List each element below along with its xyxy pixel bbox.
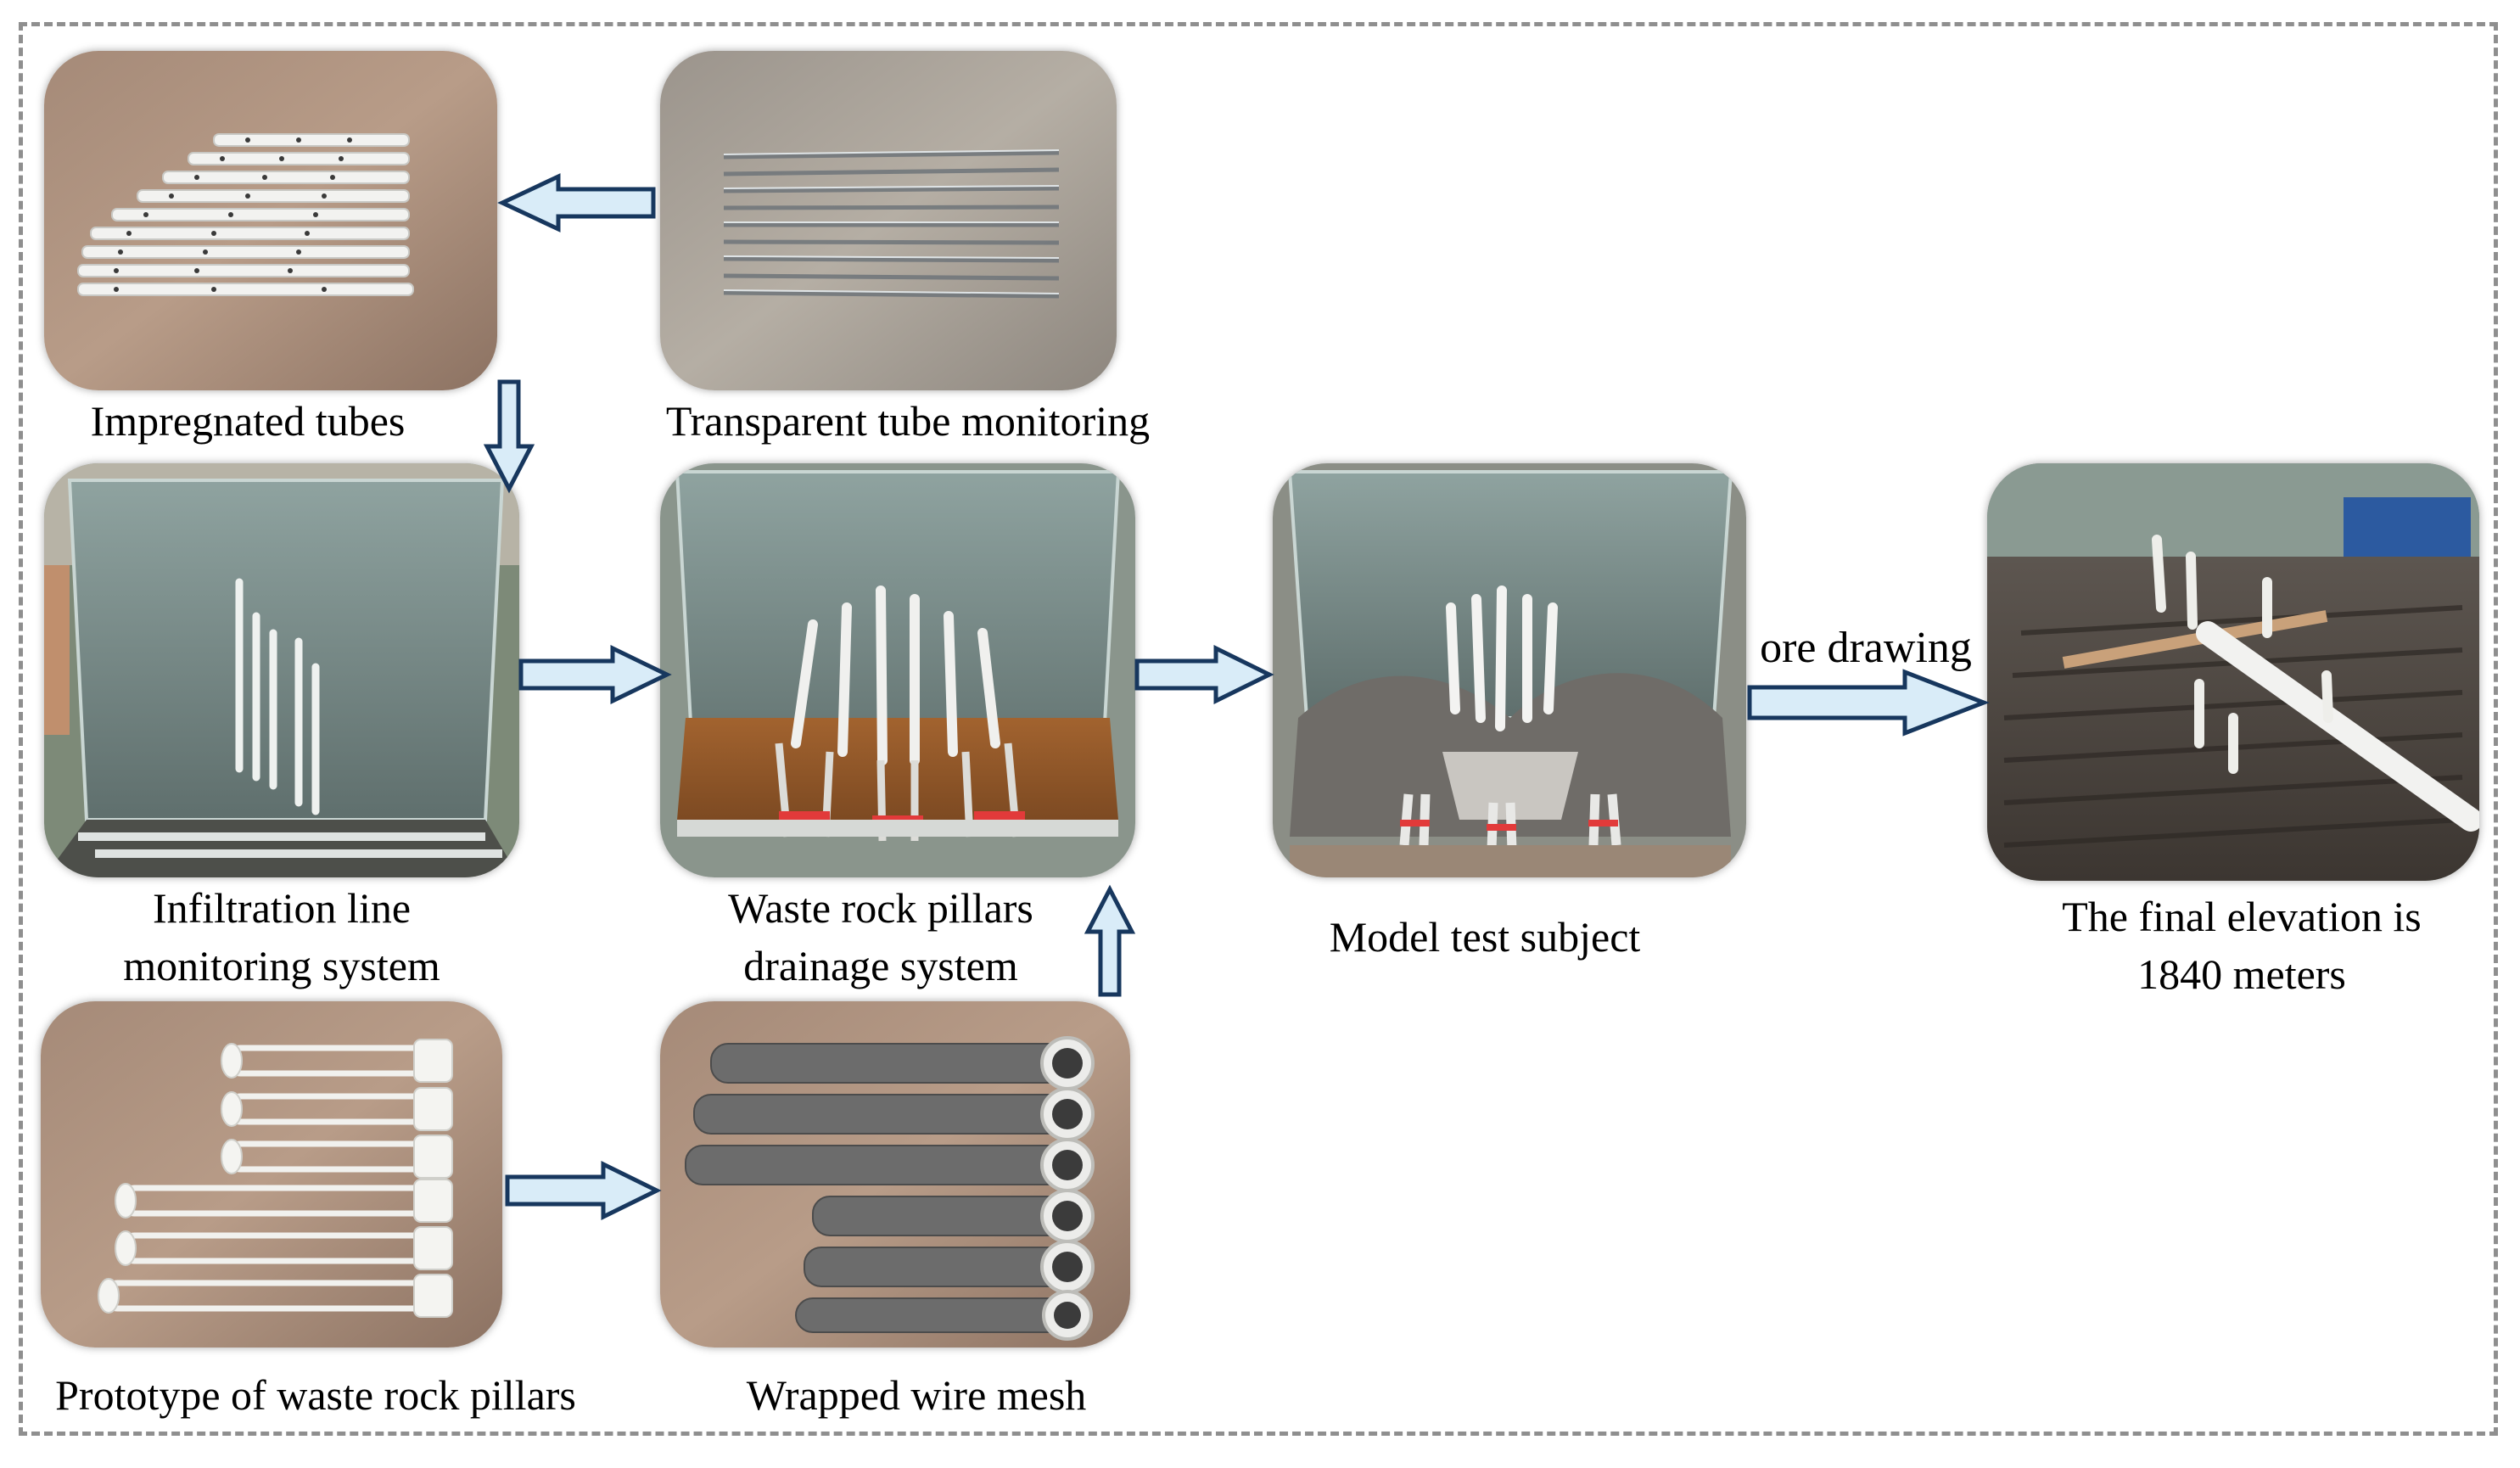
arrow-right-prototype-to-mesh (505, 1160, 662, 1221)
model-test-photo (1273, 463, 1746, 877)
caption-impregnated-tubes: Impregnated tubes (90, 397, 406, 445)
ore-drawing-label: ore drawing (1760, 624, 1972, 672)
arrow-down-impregnated-to-infiltration (483, 379, 535, 494)
caption-wrapped-mesh: Wrapped wire mesh (746, 1371, 1087, 1419)
arrow-left-transparent-to-impregnated (497, 173, 656, 233)
caption-infiltration-line-2: monitoring system (123, 942, 440, 989)
caption-infiltration-line: Infiltration line monitoring system (44, 879, 519, 995)
wrapped-wire-mesh-photo (660, 1001, 1130, 1348)
waste-rock-drainage-photo (660, 463, 1135, 877)
impregnated-tubes-photo (44, 51, 497, 390)
caption-final-elevation-2: 1840 meters (2137, 950, 2346, 998)
caption-transparent-tube: Transparent tube monitoring (665, 397, 1151, 445)
prototype-pillars-photo (41, 1001, 502, 1348)
infiltration-line-photo (44, 463, 519, 877)
caption-infiltration-line-1: Infiltration line (152, 884, 412, 932)
dashed-frame (19, 22, 2498, 1436)
arrow-right-drainage-to-model (1134, 644, 1274, 705)
final-elevation-photo (1987, 463, 2479, 881)
transparent-tube-photo (660, 51, 1117, 390)
caption-waste-rock-drainage-1: Waste rock pillars (728, 884, 1033, 932)
caption-waste-rock-drainage-2: drainage system (743, 942, 1018, 989)
caption-model-test: Model test subject (1329, 913, 1641, 961)
caption-prototype: Prototype of waste rock pillars (55, 1371, 576, 1419)
arrow-right-infiltration-to-drainage (518, 645, 672, 704)
caption-final-elevation-1: The final elevation is (2062, 893, 2422, 940)
caption-waste-rock-drainage: Waste rock pillars drainage system (643, 879, 1118, 995)
arrow-up-mesh-to-drainage (1084, 884, 1136, 997)
arrow-right-model-to-final (1747, 669, 1990, 737)
caption-final-elevation: The final elevation is 1840 meters (1996, 888, 2488, 1003)
